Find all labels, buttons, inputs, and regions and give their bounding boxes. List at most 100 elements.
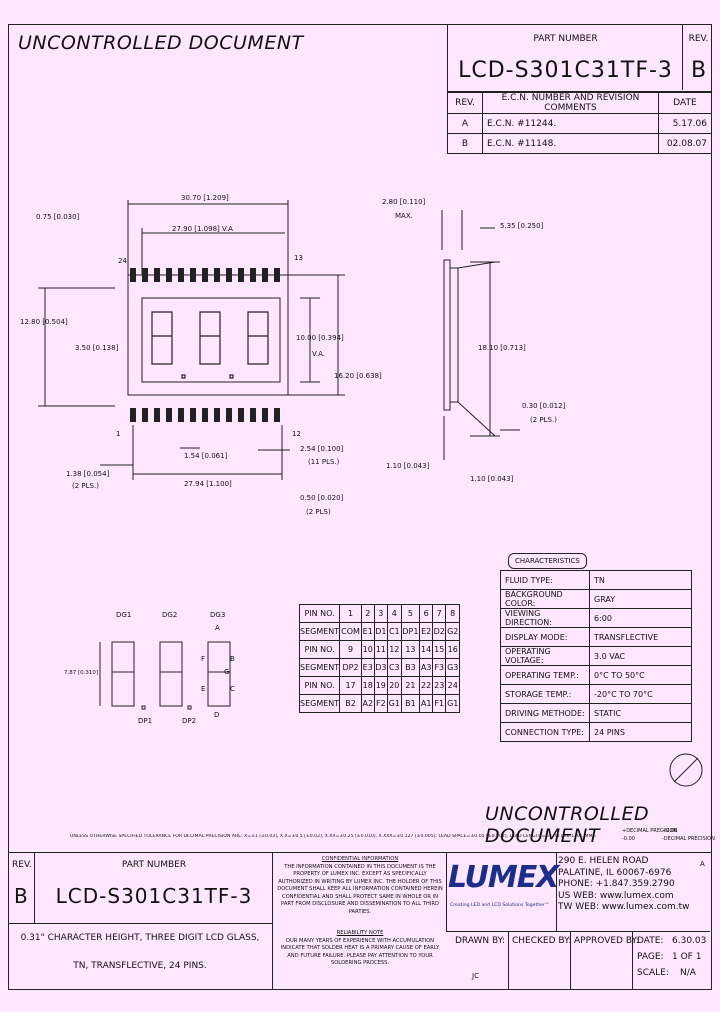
- table-cell: B: [447, 133, 483, 154]
- digit-diagram: [99, 641, 231, 710]
- lumex-logo: LUMEX: [448, 860, 559, 895]
- uncontrolled-document-top: UNCONTROLLED DOCUMENT: [18, 32, 304, 54]
- web-tw: TW WEB: www.lumex.com.tw: [558, 902, 690, 912]
- front-view-drawing: [38, 200, 345, 480]
- dim-glass-height: 16.20 [0.638]: [334, 372, 382, 380]
- dim-pin-spacing-note: (11 PLS.): [308, 458, 340, 466]
- table-cell: B3: [400, 658, 421, 677]
- table-cell: B1: [400, 694, 421, 713]
- table-cell: 4: [387, 604, 402, 623]
- drawn-by: JC: [472, 972, 479, 980]
- drawing-frame: [8, 24, 712, 990]
- table-cell: DP2: [339, 658, 362, 677]
- table-cell: PIN NO.: [298, 604, 341, 623]
- pin-24-label: 24: [118, 257, 127, 265]
- table-cell: 18: [360, 676, 375, 695]
- address-line-1: 290 E. HELEN ROAD: [558, 856, 649, 866]
- table-cell: A1: [419, 694, 433, 713]
- table-cell: 7: [431, 604, 447, 623]
- table-cell: 21: [400, 676, 421, 695]
- dim-pin-area: 3.50 [0.138]: [75, 344, 119, 352]
- dim-va-height: 10.00 [0.394]: [296, 334, 344, 342]
- dim-side-right-pin: 1.10 [0.043]: [470, 475, 514, 483]
- confidential-block: CONFIDENTIAL INFORMATION THE INFORMATION…: [276, 856, 444, 916]
- table-cell: 5.17.06: [658, 113, 712, 134]
- phone: PHONE: +1.847.359.2790: [558, 879, 675, 889]
- rev-col-header: REV.: [447, 92, 483, 114]
- table-cell: 16: [445, 640, 460, 659]
- ecn-col-header: E.C.N. NUMBER AND REVISION COMMENTS: [482, 92, 659, 114]
- table-cell: 8: [445, 604, 460, 623]
- table-cell: A2: [360, 694, 375, 713]
- table-cell: DISPLAY MODE:: [500, 627, 590, 647]
- char-row: OPERATING VOLTAGE:3.0 VAC: [500, 646, 692, 666]
- dim-side-pin-thick-note: (2 PLS.): [530, 416, 557, 424]
- dp2-label: DP2: [182, 717, 197, 725]
- scale-label: SCALE:: [637, 968, 669, 978]
- table-cell: F3: [431, 658, 447, 677]
- table-cell: 3: [373, 604, 389, 623]
- dim-side-max-label: MAX.: [395, 212, 413, 220]
- precision-note-1: +DECIMAL PRECISION: [622, 828, 678, 834]
- table-cell: 10: [360, 640, 375, 659]
- table-cell: A3: [419, 658, 433, 677]
- compliance-mark-icon: [669, 753, 703, 787]
- reliability-text: OUR MANY YEARS OF EXPERIENCE WITH ACCUMU…: [280, 937, 440, 967]
- rev-label: REV.: [688, 34, 709, 44]
- char-row: VIEWING DIRECTION:6:00: [500, 608, 692, 628]
- table-cell: 02.08.07: [658, 133, 712, 154]
- date-value: 6.30.03: [672, 936, 707, 946]
- table-cell: STATIC: [589, 703, 692, 723]
- char-row: BACKGROUND COLOR:GRAY: [500, 589, 692, 609]
- table-cell: 24 PINS: [589, 722, 692, 742]
- table-cell: 24: [445, 676, 460, 695]
- page-value: 1 OF 1: [672, 952, 702, 962]
- table-cell: 12: [387, 640, 402, 659]
- lcd-digits: [151, 311, 269, 379]
- viewing-area: [141, 297, 281, 383]
- pin-1-label: 1: [116, 430, 121, 438]
- reliability-block: RELIABILITY NOTE OUR MANY YEARS OF EXPER…: [276, 930, 444, 968]
- table-cell: GRAY: [589, 589, 692, 609]
- table-cell: C3: [387, 658, 402, 677]
- side-view-drawing: [441, 210, 520, 460]
- table-cell: 14: [419, 640, 433, 659]
- dim-va-height-label: V.A.: [312, 350, 326, 358]
- table-cell: -20°C TO 70°C: [589, 684, 692, 704]
- description-line-1: 0.31" CHARACTER HEIGHT, THREE DIGIT LCD …: [20, 933, 260, 943]
- footer-part-label: PART NUMBER: [121, 860, 187, 870]
- confidential-text: THE INFORMATION CONTAINED IN THIS DOCUME…: [277, 863, 443, 915]
- table-cell: BACKGROUND COLOR:: [500, 589, 590, 609]
- precision-note-4: -DECIMAL PRECISION: [662, 836, 715, 842]
- table-cell: G2: [445, 622, 460, 641]
- table-cell: PIN NO.: [298, 676, 341, 695]
- seg-label-g: G: [224, 668, 230, 676]
- table-cell: 5: [400, 604, 421, 623]
- dim-va-width: 27.90 [1.098] V.A: [172, 225, 233, 233]
- table-cell: 11: [373, 640, 389, 659]
- rev-value: B: [690, 58, 707, 83]
- title-block: PART NUMBER LCD-S301C31TF-3 REV. B: [447, 24, 712, 92]
- seg-label-e: E: [201, 685, 206, 693]
- digit-height-note: 7.87 [0.310]: [64, 670, 99, 676]
- table-cell: E2: [419, 622, 433, 641]
- table-cell: 6:00: [589, 608, 692, 628]
- table-cell: G3: [445, 658, 460, 677]
- dim-side-glass: 5.35 [0.250]: [500, 222, 544, 230]
- approved-by-label: APPROVED BY:: [574, 936, 639, 946]
- table-cell: 3.0 VAC: [589, 646, 692, 666]
- part-number: LCD-S301C31TF-3: [458, 58, 673, 83]
- table-cell: D1: [373, 622, 389, 641]
- dim-side-left-pin: 1.10 [0.043]: [386, 462, 430, 470]
- confidential-title: CONFIDENTIAL INFORMATION: [321, 856, 399, 862]
- table-cell: 23: [431, 676, 447, 695]
- table-cell: CONNECTION TYPE:: [500, 722, 590, 742]
- table-cell: G1: [445, 694, 460, 713]
- precision-note-3: +0.00: [662, 828, 678, 834]
- digit-label-dg3: DG3: [210, 611, 226, 619]
